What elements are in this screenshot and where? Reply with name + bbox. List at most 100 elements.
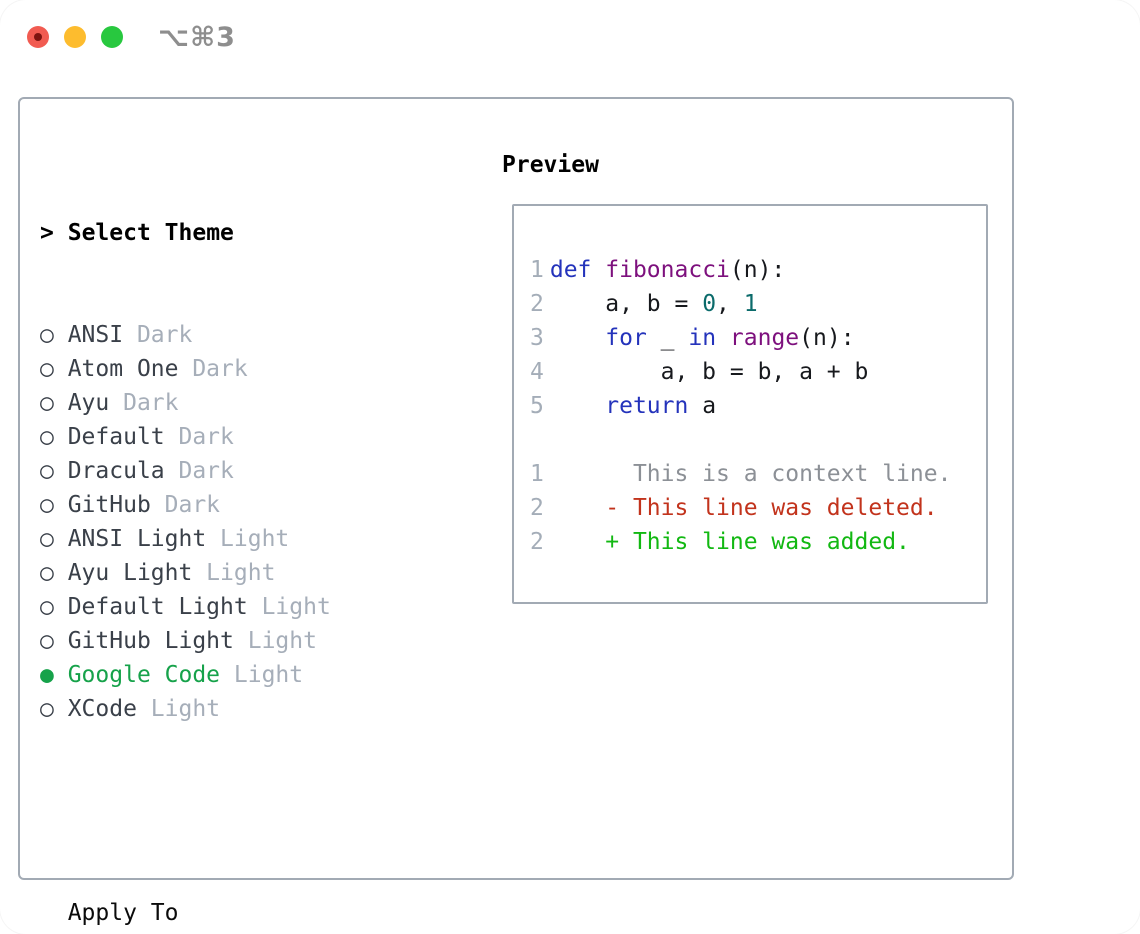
line-number: 1 — [530, 257, 544, 283]
line-number: 3 — [530, 325, 544, 351]
option-label: Google Code — [67, 662, 221, 688]
radio-icon: ○ — [40, 322, 68, 348]
window-title: ⌥⌘3 — [158, 21, 236, 53]
theme-option-default-light[interactable]: ○ Default Light Light — [40, 590, 428, 624]
option-label: Dracula — [67, 458, 165, 484]
option-label: Atom One — [67, 356, 179, 382]
theme-option-ayu-light[interactable]: ○ Ayu Light Light — [40, 556, 428, 590]
code-segment-added: + This line was added. — [549, 529, 910, 555]
code-segment-keyword: in — [688, 325, 717, 351]
theme-option-github[interactable]: ○ GitHub Dark — [40, 488, 428, 522]
focus-caret-icon: > — [40, 220, 54, 246]
radio-icon: ○ — [40, 560, 68, 586]
variant-label: Dark — [123, 322, 193, 348]
variant-label: Dark — [164, 424, 234, 450]
apply-to-header: Apply To — [40, 896, 428, 930]
code-segment-plain — [550, 393, 605, 419]
spacer — [40, 794, 428, 828]
code-line: 3 for _ in range(n): — [530, 321, 986, 355]
theme-option-github-light[interactable]: ○ GitHub Light Light — [40, 624, 428, 658]
window-titlebar: ⌥⌘3 — [0, 0, 1140, 74]
line-number: 1 — [530, 461, 544, 487]
select-theme-label: Select Theme — [67, 220, 234, 246]
radio-icon: ○ — [40, 594, 68, 620]
radio-icon: ○ — [40, 696, 68, 722]
theme-option-dracula[interactable]: ○ Dracula Dark — [40, 454, 428, 488]
preview-header: Preview — [502, 152, 599, 178]
variant-label: Dark — [164, 458, 234, 484]
select-theme-header: > Select Theme — [40, 216, 428, 250]
code-line — [530, 423, 986, 457]
code-segment-keyword: def — [549, 257, 592, 283]
close-button-dot — [34, 33, 42, 41]
option-label: Default Light — [67, 594, 248, 620]
code-segment-keyword: for — [605, 325, 647, 351]
code-segment-plain — [716, 325, 730, 351]
theme-selector-column: > Select Theme ○ ANSI Dark○ Atom One Dar… — [40, 148, 428, 934]
code-segment-plain: a — [688, 393, 717, 419]
variant-label: Light — [206, 526, 290, 552]
radio-icon: ○ — [40, 492, 68, 518]
line-number: 2 — [530, 529, 544, 555]
theme-option-google-code[interactable]: ● Google Code Light — [40, 658, 428, 692]
code-segment-keyword: return — [605, 393, 689, 419]
radio-icon: ○ — [40, 356, 68, 382]
theme-option-ansi[interactable]: ○ ANSI Dark — [40, 318, 428, 352]
code-line: 1 This is a context line. — [530, 457, 986, 491]
theme-option-default[interactable]: ○ Default Dark — [40, 420, 428, 454]
option-label: Default — [67, 424, 165, 450]
theme-option-ansi-light[interactable]: ○ ANSI Light Light — [40, 522, 428, 556]
variant-label: Dark — [150, 492, 221, 518]
option-label: Ayu — [67, 390, 110, 416]
line-number: 4 — [530, 359, 544, 385]
option-label: GitHub Light — [67, 628, 234, 654]
theme-picker-panel: > Select Theme ○ ANSI Dark○ Atom One Dar… — [18, 97, 1014, 926]
radio-icon: ○ — [40, 458, 68, 484]
option-label: ANSI — [67, 322, 124, 348]
code-segment-plain: (n): — [729, 257, 786, 283]
code-segment-literal: 0 — [702, 291, 717, 317]
code-line: 5 return a — [530, 389, 986, 423]
code-segment-function: fibonacci — [605, 257, 730, 283]
theme-option-xcode[interactable]: ○ XCode Light — [40, 692, 428, 726]
variant-label: Light — [136, 696, 221, 722]
code-segment-plain: a, b = — [549, 291, 703, 317]
close-button-icon[interactable] — [27, 26, 49, 48]
zoom-button-icon[interactable] — [101, 26, 123, 48]
code-segment-plain: , — [716, 291, 744, 317]
theme-list: ○ ANSI Dark○ Atom One Dark○ Ayu Dark○ De… — [40, 318, 428, 726]
code-segment-plain — [591, 257, 605, 283]
code-line: 4 a, b = b, a + b — [530, 355, 986, 389]
theme-option-ayu[interactable]: ○ Ayu Dark — [40, 386, 428, 420]
code-segment-plain: a, b = b, a + b — [549, 359, 869, 385]
code-line: 2 + This line was added. — [530, 525, 986, 559]
radio-icon: ○ — [40, 424, 68, 450]
variant-label: Light — [233, 628, 317, 654]
code-segment-context: This is a context line. — [549, 461, 952, 487]
option-label: XCode — [67, 696, 137, 722]
radio-icon: ○ — [40, 628, 68, 654]
variant-label: Light — [192, 560, 276, 586]
code-line: 2 - This line was deleted. — [530, 491, 986, 525]
code-line: 2 a, b = 0, 1 — [530, 287, 986, 321]
minimize-button-icon[interactable] — [64, 26, 86, 48]
apply-to-label: Apply To — [67, 900, 179, 926]
code-segment-literal: 1 — [743, 291, 758, 317]
code-segment-plain — [550, 325, 605, 351]
radio-icon: ○ — [40, 390, 68, 416]
option-label: GitHub — [67, 492, 151, 518]
option-label: ANSI Light — [67, 526, 207, 552]
variant-label: Dark — [178, 356, 248, 382]
theme-option-atom-one[interactable]: ○ Atom One Dark — [40, 352, 428, 386]
radio-icon: ○ — [40, 526, 68, 552]
variant-label: Light — [220, 662, 304, 688]
code-segment-function: range — [729, 325, 800, 351]
line-number: 5 — [530, 393, 544, 419]
code-segment-plain: (n): — [799, 325, 855, 351]
radio-selected-icon: ● — [40, 662, 68, 688]
line-number: 2 — [530, 495, 544, 521]
